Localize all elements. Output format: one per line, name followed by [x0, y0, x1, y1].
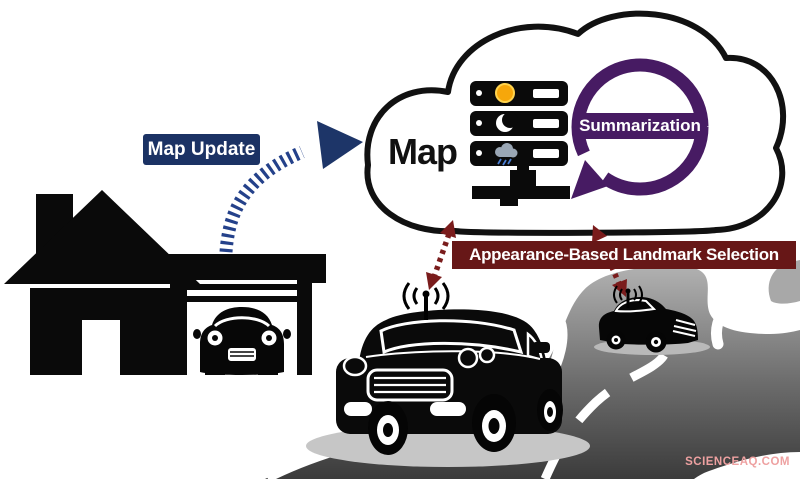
summarization-label: Summarization [573, 113, 707, 139]
suv-mirror-right [532, 342, 550, 353]
sun-icon [495, 83, 515, 103]
map-update-label: Map Update [143, 134, 260, 165]
suv-headlight-left [342, 355, 368, 377]
landmark-selection-label: Appearance-Based Landmark Selection [452, 241, 796, 269]
cycle-arrowhead [571, 160, 608, 199]
suv-foglight-right [430, 402, 466, 416]
cloud-map-label: Map [388, 131, 458, 172]
house-icon [4, 190, 326, 375]
garage-beam-1 [187, 284, 297, 290]
road-edge-curve-right [710, 260, 774, 350]
suv-icon [306, 282, 590, 467]
garage-car-icon [193, 307, 291, 375]
garage-car-grille [228, 348, 256, 361]
watermark: SCIENCEAQ.COM [685, 456, 790, 468]
server-unit-1 [470, 81, 568, 106]
arrowhead [317, 121, 363, 169]
striped-arrow-shaft [219, 146, 305, 253]
network-switch-icon [472, 164, 570, 206]
suv-windshield [379, 319, 524, 355]
garage-beam-2 [187, 296, 297, 302]
server-rack [470, 81, 568, 166]
landmark-arrow-left-icon [426, 220, 456, 290]
road-far-section [768, 260, 800, 304]
garage-roof [152, 254, 326, 280]
small-car-icon [594, 285, 710, 355]
garage-post-right [297, 278, 312, 375]
car-grille [672, 319, 697, 337]
suv-foglight-left [344, 402, 372, 416]
moon-icon [496, 112, 518, 132]
server-unit-3 [470, 141, 568, 166]
server-unit-2 [470, 111, 568, 136]
car-antenna-icon [613, 285, 643, 308]
car-window [614, 298, 657, 313]
suv-headlight-right-2 [478, 346, 496, 364]
garage-car-windshield [213, 316, 271, 328]
garage-post-left [170, 278, 187, 375]
rain-cloud-icon [495, 143, 518, 166]
house-roof [4, 190, 200, 284]
suv-headlight-right-1 [457, 347, 479, 369]
map-update-arrow-icon [219, 121, 363, 253]
house-door [82, 320, 120, 375]
garage-roof-edge [310, 254, 326, 283]
suv-antenna-icon [402, 282, 450, 320]
